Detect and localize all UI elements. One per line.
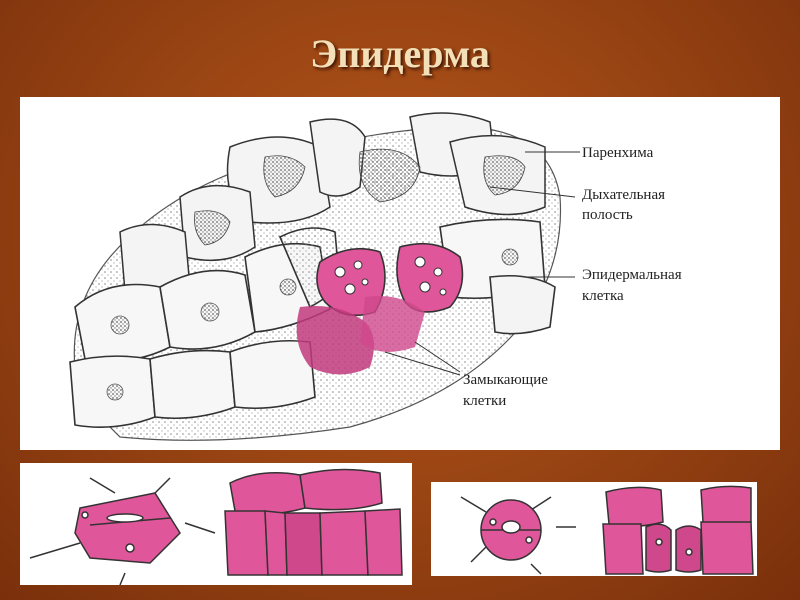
epidermis-illustration: Паренхима Дыхательная полость Эпидермаль… — [69, 112, 682, 441]
epidermis-diagram: Паренхима Дыхательная полость Эпидермаль… — [20, 97, 780, 450]
stoma-open-illustration — [460, 485, 754, 575]
slide-title: Эпидерма — [310, 31, 490, 76]
label-epidermal-cell-line1: Эпидермальная — [582, 267, 682, 283]
cross-section-closed — [224, 468, 403, 576]
stoma-closed-panel — [20, 463, 412, 585]
guard-cells — [296, 242, 464, 375]
epidermal-cells — [69, 218, 556, 429]
cross-section-open — [602, 485, 754, 575]
label-respiratory-cavity-line1: Дыхательная — [582, 187, 665, 203]
stoma-closed-illustration — [29, 468, 403, 585]
stoma-open-panel — [431, 482, 757, 576]
label-guard-cells-line2: клетки — [463, 393, 506, 409]
label-epidermal-cell-line2: клетка — [582, 288, 624, 304]
label-respiratory-cavity-line2: полость — [582, 207, 633, 223]
label-guard-cells-line1: Замыкающие — [463, 372, 548, 388]
label-parenchyma: Паренхима — [582, 145, 654, 161]
guard-cell-pair-closed — [74, 492, 181, 564]
guard-cell-lower — [296, 306, 374, 375]
guard-cell-right — [396, 242, 464, 313]
